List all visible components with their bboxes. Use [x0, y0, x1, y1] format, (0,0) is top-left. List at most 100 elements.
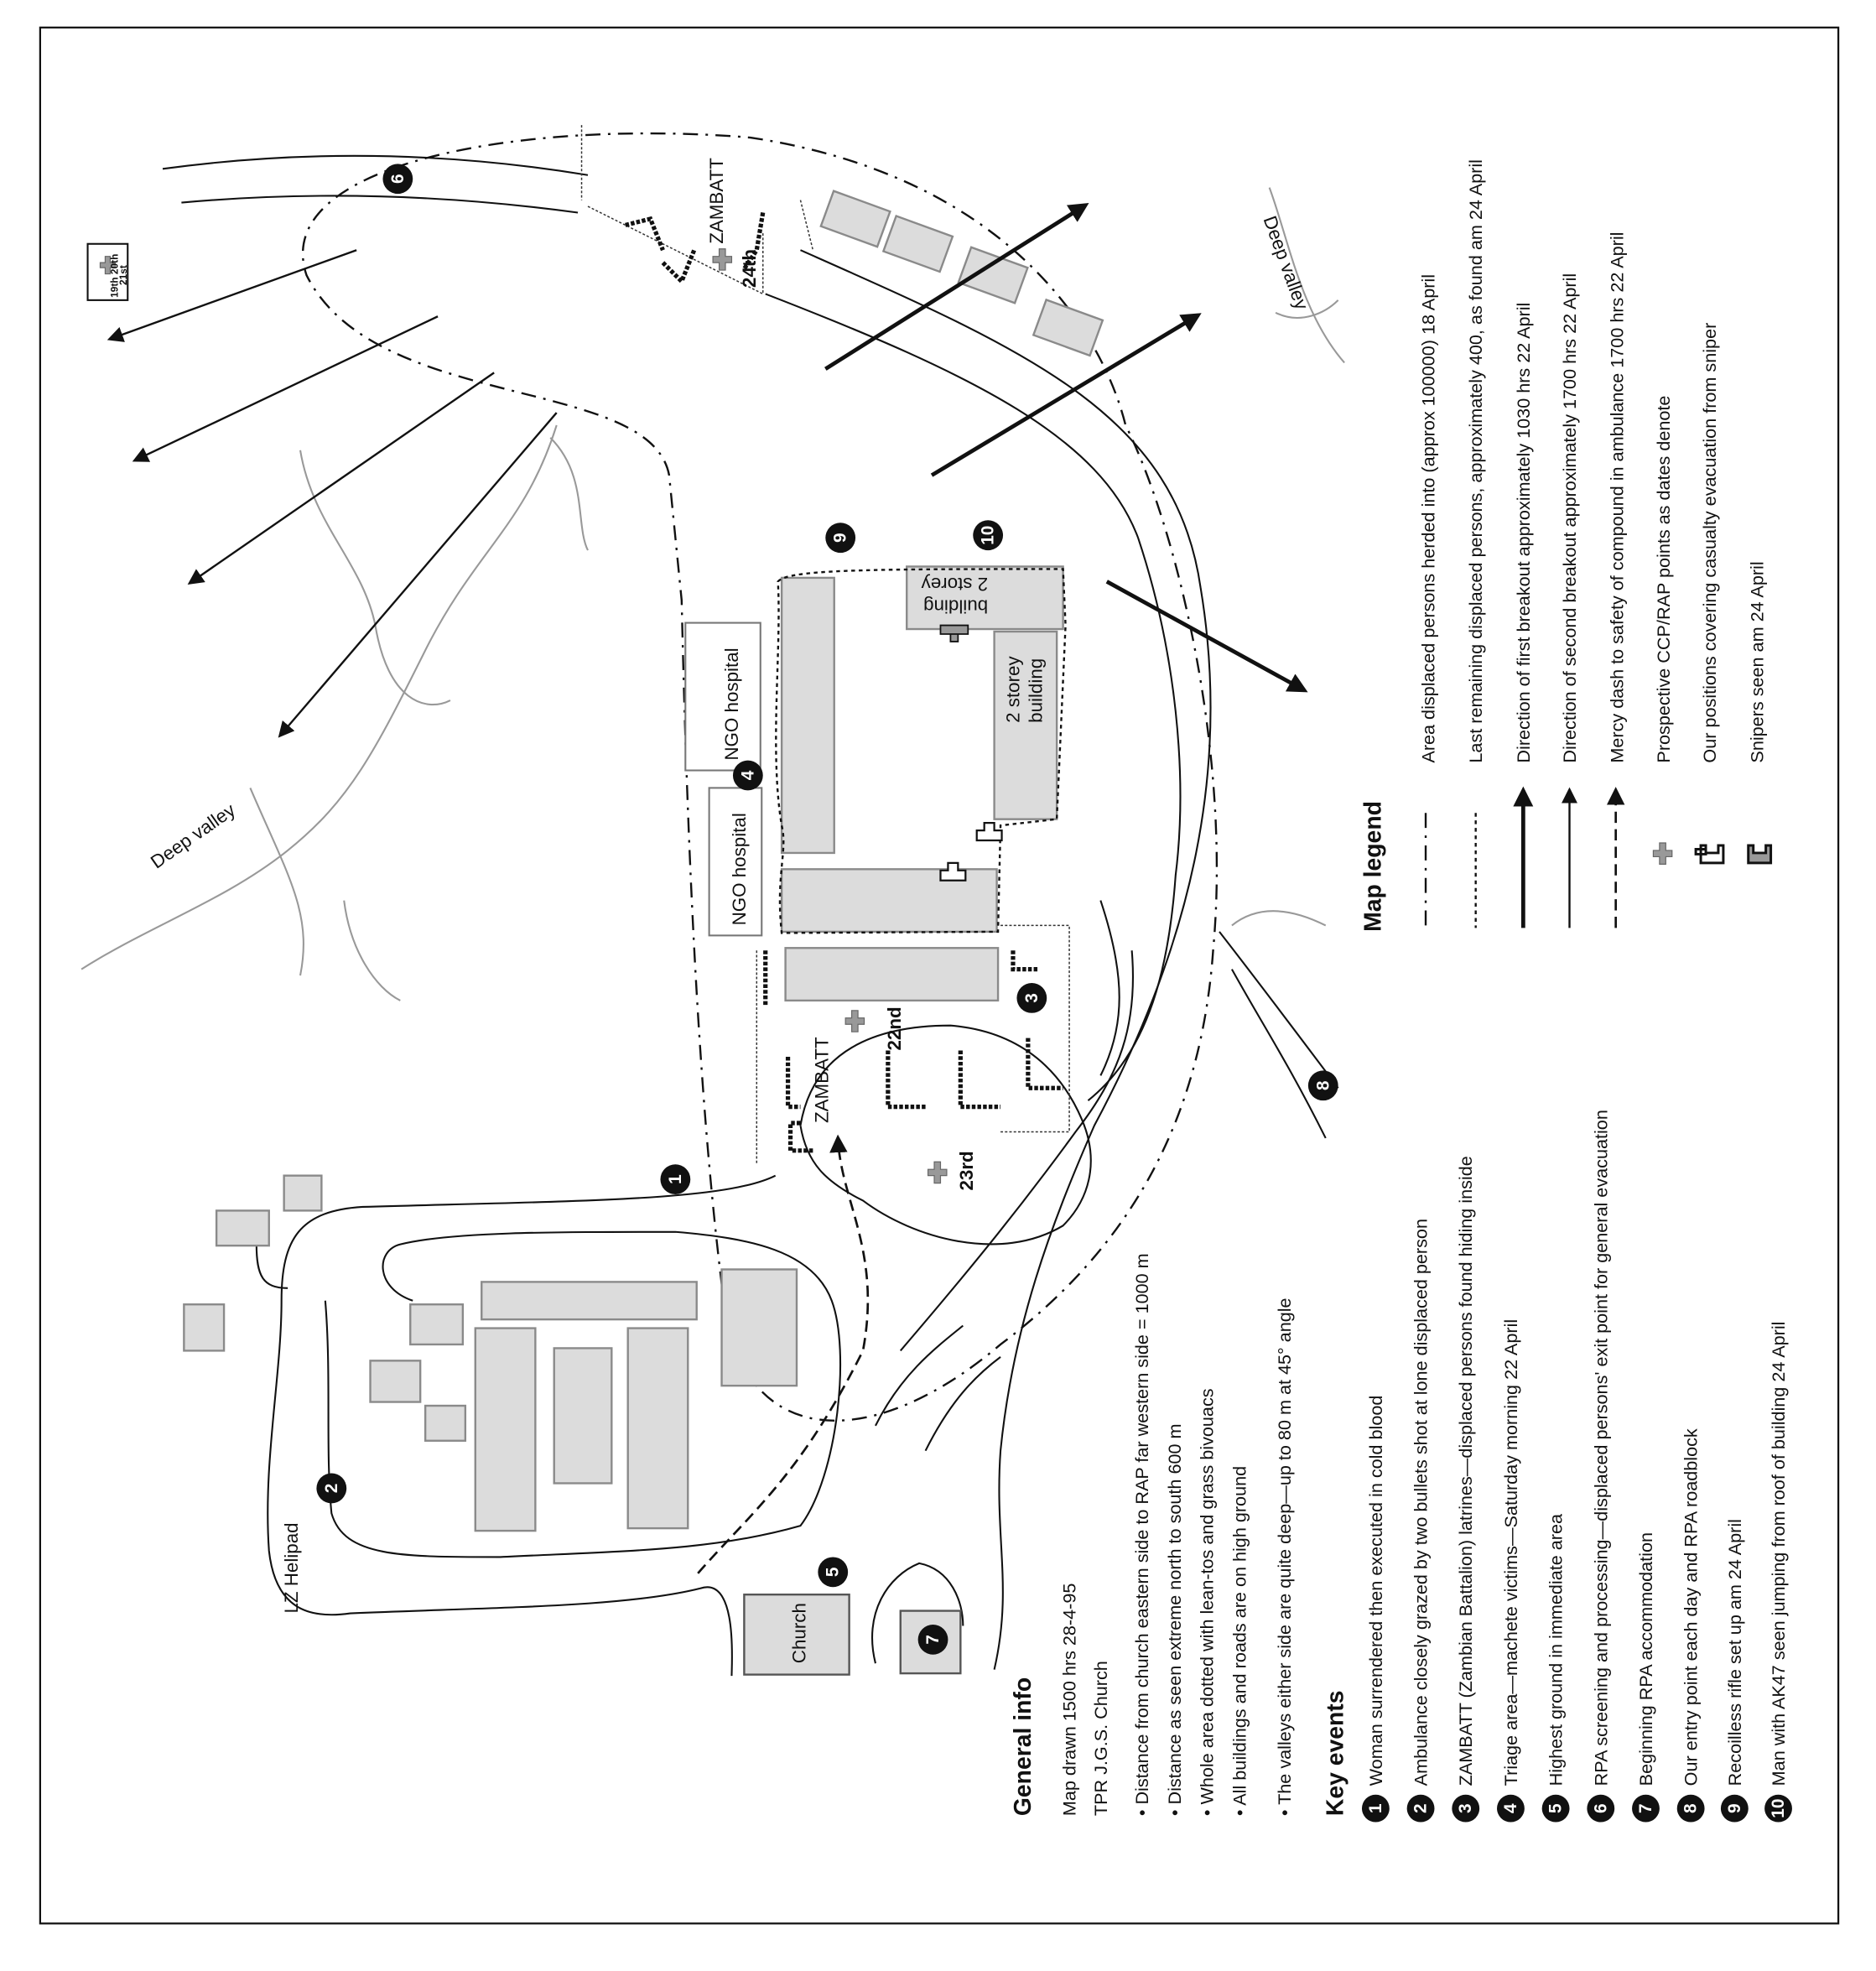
key-event-3: 3 ZAMBATT (Zambian Battalion) latrines—di… — [1452, 1156, 1480, 1823]
svg-text:5: 5 — [1546, 1803, 1566, 1813]
legend-title: Map legend — [1359, 801, 1386, 932]
event-marker-1: 1 — [660, 1164, 691, 1195]
first-breakout-arrows — [824, 203, 1308, 693]
two-storey-label-2a: 2 storey — [921, 574, 988, 595]
key-event-10: 10 Man with AK47 seen jumping from roof o… — [1764, 1322, 1792, 1823]
svg-text:5: 5 — [824, 1567, 843, 1577]
church-label: Church — [788, 1603, 809, 1663]
ngo-hospital-building-2 — [708, 787, 763, 937]
ccp-cross-24 — [712, 248, 733, 271]
lz-helipad-label: LZ Helipad — [281, 1522, 302, 1613]
legend-item-mercy-dash: Mercy dash to safety of compound in ambu… — [1607, 232, 1628, 763]
svg-text:Triage area—machete victims—Sa: Triage area—machete victims—Saturday mor… — [1500, 1319, 1521, 1786]
general-info-bullet: • The valleys either side are quite deep… — [1274, 1298, 1295, 1816]
key-event-9: 9 Recoilless rifle set up am 24 April — [1720, 1519, 1749, 1823]
church-building — [743, 1593, 850, 1676]
svg-text:6: 6 — [388, 174, 408, 184]
buildings — [183, 190, 1104, 1532]
event-marker-9: 9 — [825, 523, 856, 554]
svg-text:3: 3 — [1456, 1803, 1475, 1813]
general-info-bullet: • Whole area dotted with lean-tos and gr… — [1197, 1388, 1218, 1816]
ngo-hospital-label-2: NGO hospital — [729, 813, 750, 925]
ccp-cross-19-21: 19th 20th 21st — [86, 242, 129, 301]
sniper-marker — [939, 624, 969, 642]
two-storey-label-1a: 2 storey — [1002, 656, 1023, 723]
svg-text:8: 8 — [1681, 1803, 1701, 1813]
zambatt-label-north: ZAMBATT — [706, 158, 727, 244]
our-position-markers — [939, 822, 1003, 881]
two-storey-label-1b: building — [1025, 658, 1046, 723]
legend-item-second-breakout: Direction of second breakout approximate… — [1559, 273, 1580, 763]
key-event-2: 2 Ambulance closely grazed by two bullets… — [1406, 1219, 1435, 1823]
svg-text:7: 7 — [923, 1635, 943, 1645]
svg-text:2: 2 — [322, 1484, 341, 1494]
legend-item-first-breakout: Direction of first breakout approximatel… — [1513, 303, 1534, 763]
event-marker-6: 6 — [382, 164, 413, 195]
event-marker-5: 5 — [818, 1557, 849, 1588]
event-marker-7: 7 — [917, 1624, 948, 1655]
svg-text:Our entry point each day and R: Our entry point each day and RPA roadblo… — [1681, 1428, 1702, 1786]
svg-text:6: 6 — [1591, 1803, 1610, 1813]
two-storey-label-2b: building — [923, 596, 988, 617]
svg-text:10: 10 — [1769, 1799, 1788, 1818]
svg-text:Man with AK47 seen jumping fro: Man with AK47 seen jumping from roof of … — [1768, 1322, 1789, 1786]
roads — [162, 154, 1339, 1677]
event-marker-10: 10 — [973, 520, 1004, 551]
svg-text:8: 8 — [1313, 1080, 1333, 1090]
svg-text:4: 4 — [738, 770, 757, 780]
svg-text:Beginning RPA accommodation: Beginning RPA accommodation — [1635, 1532, 1656, 1786]
key-event-5: 5 Highest ground in immediate area — [1541, 1513, 1570, 1823]
ccp-cross-22 — [844, 1010, 865, 1032]
razor-wire — [580, 125, 1070, 1163]
key-event-7: 7 Beginning RPA accommodation — [1632, 1532, 1660, 1823]
general-info: General info Map drawn 1500 hrs 28-4-95 … — [1010, 1253, 1295, 1816]
legend-item-our-positions: Our positions covering casualty evacuati… — [1699, 323, 1720, 763]
ngo-hospital-building-1 — [684, 621, 761, 772]
svg-text:RPA screening and processing—d: RPA screening and processing—displaced p… — [1590, 1110, 1611, 1786]
legend-item-last-remaining: Last remaining displaced persons, approx… — [1465, 159, 1486, 763]
key-event-6: 6 RPA screening and processing—displaced … — [1587, 1110, 1615, 1823]
ngo-hospital-label-1: NGO hospital — [721, 647, 742, 760]
legend-item-area: Area displaced persons herded into (appr… — [1418, 274, 1439, 763]
svg-text:7: 7 — [1636, 1803, 1655, 1813]
latrines — [625, 212, 1063, 1153]
svg-text:Ambulance closely grazed by tw: Ambulance closely grazed by two bullets … — [1411, 1219, 1432, 1786]
key-event-8: 8 Our entry point each day and RPA roadbl… — [1676, 1428, 1705, 1823]
event-marker-4: 4 — [732, 760, 763, 791]
svg-text:1: 1 — [666, 1174, 685, 1184]
svg-text:4: 4 — [1501, 1803, 1520, 1813]
ccp-cross-23 — [927, 1161, 948, 1184]
key-events-title: Key events — [1323, 1690, 1349, 1816]
second-breakout-arrows — [107, 249, 558, 738]
general-info-bullet: • Distance from church eastern side to R… — [1131, 1253, 1152, 1816]
general-info-title: General info — [1010, 1677, 1037, 1816]
legend-item-ccp: Prospective CCP/RAP points as dates deno… — [1653, 396, 1674, 763]
general-info-line: Map drawn 1500 hrs 28-4-95 — [1059, 1584, 1080, 1816]
svg-text:ZAMBATT (Zambian Battalion) la: ZAMBATT (Zambian Battalion) latrines—dis… — [1455, 1156, 1476, 1786]
event-markers: 1 2 3 4 5 6 7 8 9 10 — [316, 164, 1338, 1655]
general-info-line: TPR J.G.S. Church — [1090, 1661, 1111, 1816]
svg-text:Highest ground in immediate ar: Highest ground in immediate area — [1546, 1513, 1567, 1786]
zambatt-label-south: ZAMBATT — [811, 1037, 832, 1123]
key-event-4: 4 Triage area—machete victims—Saturday mo… — [1497, 1319, 1525, 1823]
ccp-23-label: 23rd — [956, 1151, 977, 1190]
svg-text:9: 9 — [1725, 1803, 1744, 1813]
event-marker-8: 8 — [1307, 1070, 1338, 1101]
general-info-bullet: • Distance as seen extreme north to sout… — [1164, 1423, 1185, 1816]
svg-text:3: 3 — [1022, 993, 1042, 1003]
ccp-22-label: 22nd — [884, 1006, 905, 1050]
svg-text:2: 2 — [1411, 1803, 1431, 1813]
svg-text:10: 10 — [979, 526, 998, 545]
valley-lines — [81, 187, 1345, 1001]
map-legend: Map legend Area displaced persons herded… — [1359, 159, 1773, 932]
svg-text:9: 9 — [831, 533, 850, 543]
ccp-24-label: 24th — [739, 249, 760, 288]
ccp-19-20-label: 19th 20th — [108, 254, 120, 298]
ccp-21-label: 21st — [117, 265, 129, 285]
legend-item-snipers: Snipers seen am 24 April — [1747, 561, 1768, 762]
svg-text:Recoilless rifle set up am 24: Recoilless rifle set up am 24 April — [1724, 1519, 1745, 1786]
svg-text:Woman surrendered then execute: Woman surrendered then executed in cold … — [1365, 1396, 1386, 1786]
